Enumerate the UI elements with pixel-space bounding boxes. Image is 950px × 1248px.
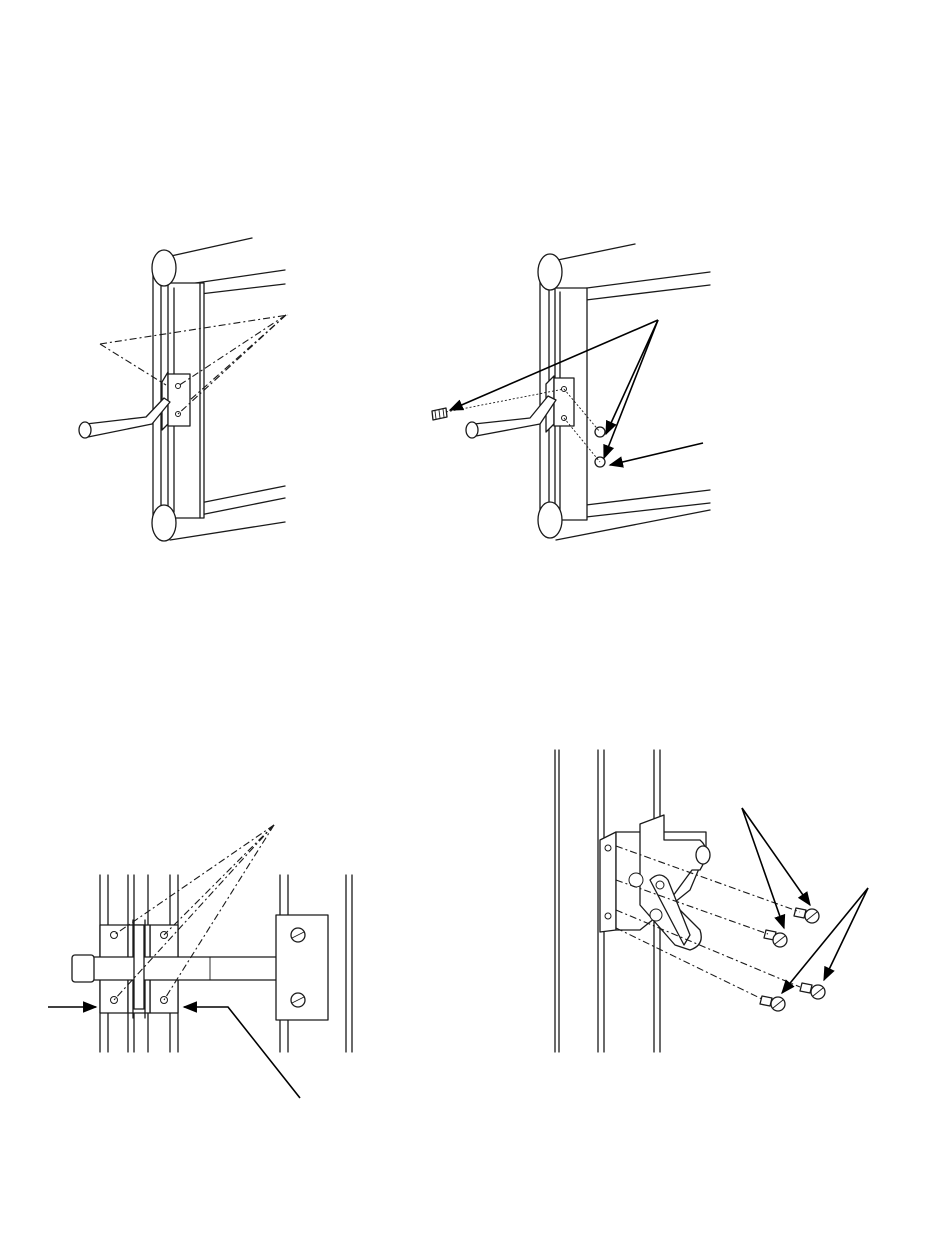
- figure-1-gate-frame-with-latch-bar: [79, 238, 288, 541]
- figure-2-latch-bar-fasteners: [432, 244, 710, 540]
- bolt-icon: [432, 408, 447, 420]
- screw-icon: [760, 908, 825, 1011]
- nut-icon: [595, 427, 605, 467]
- figure-3-sliding-bolt-latch: [48, 825, 352, 1098]
- figure-4-gravity-latch-screws: [555, 750, 868, 1052]
